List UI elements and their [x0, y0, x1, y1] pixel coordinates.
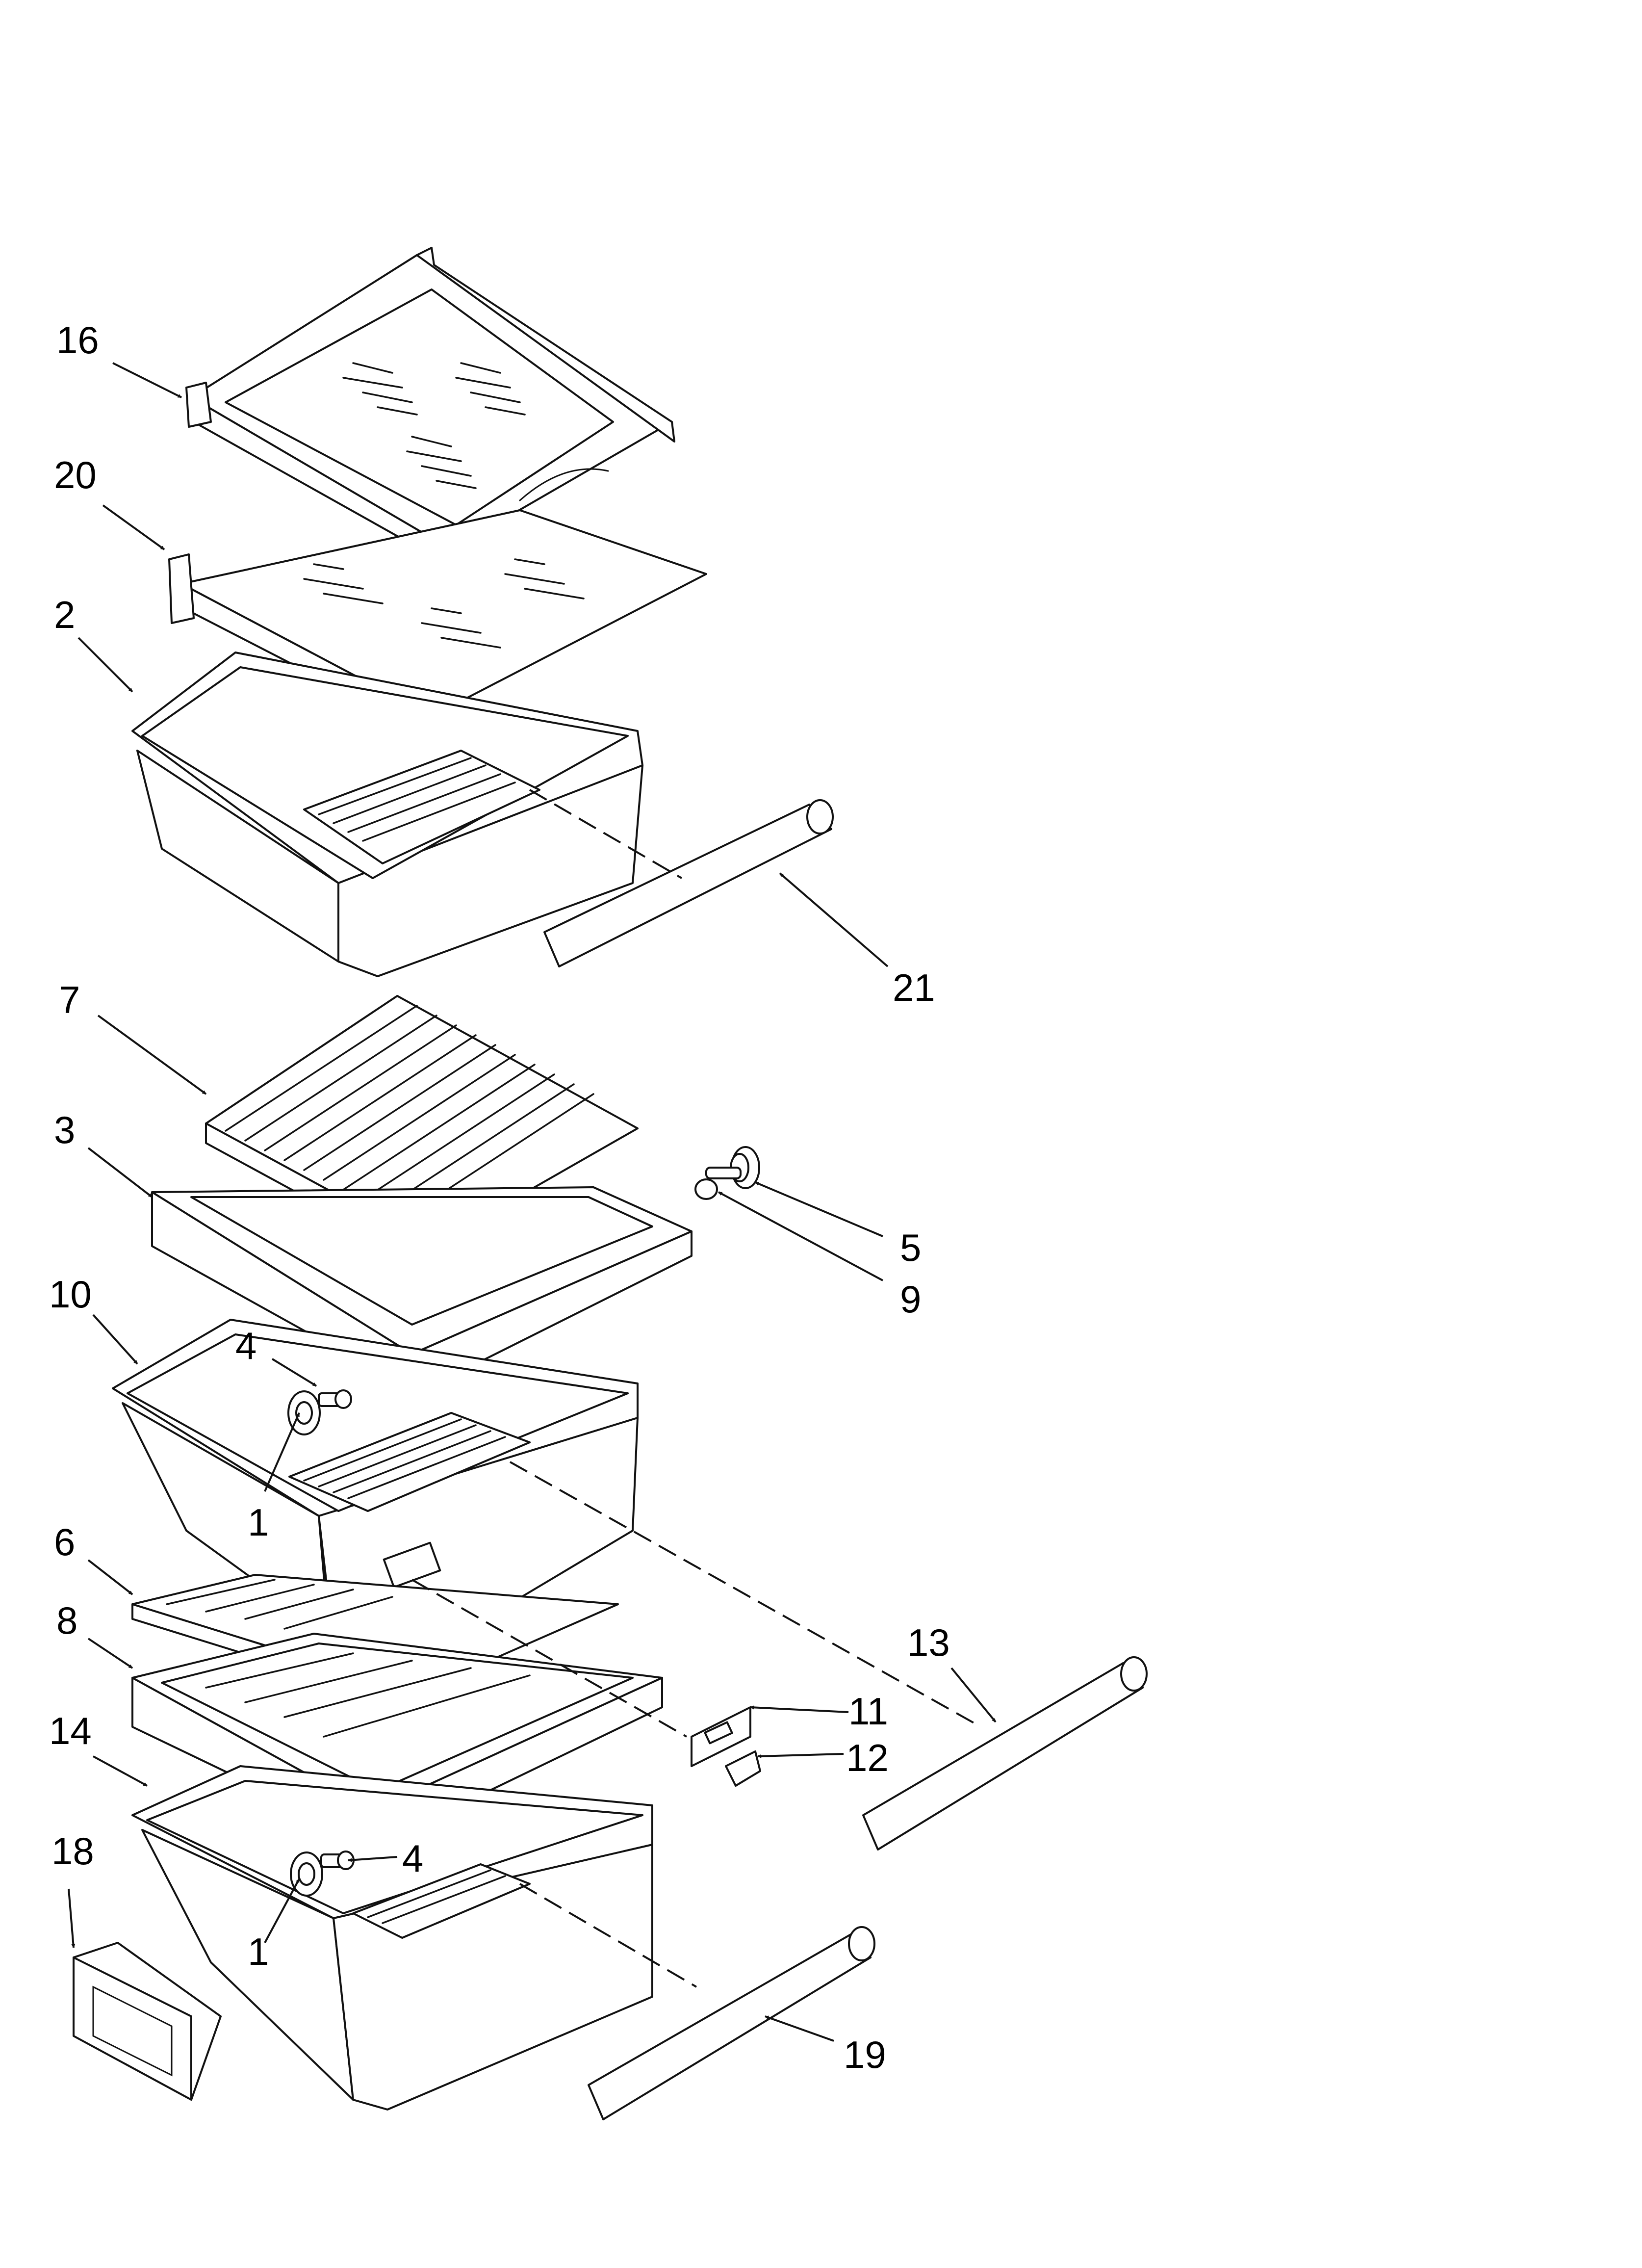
callout-12: 12: [846, 1736, 889, 1779]
callout-20: 20: [54, 453, 97, 496]
callout-5: 5: [900, 1226, 921, 1269]
crisper-14-grille: [352, 1863, 531, 1939]
callout-7: 7: [59, 978, 80, 1021]
assembly-line-11: [411, 1579, 687, 1738]
callout-21: 21: [893, 966, 935, 1009]
crisper-10-grille: [288, 1412, 531, 1512]
part-12-control-clip: [725, 1750, 761, 1787]
callout-14: 14: [49, 1709, 92, 1752]
part-4-axle-lower: [320, 1851, 355, 1870]
part-3-cover-frame: [151, 1186, 693, 1394]
assembly-line-13: [510, 1461, 981, 1728]
callout-11: 11: [848, 1690, 888, 1733]
callout-18: 18: [51, 1829, 94, 1873]
callout-8: 8: [56, 1599, 77, 1642]
callout-1-lower: 1: [248, 1930, 269, 1973]
assembly-line-19: [519, 1883, 697, 1988]
callout-labels: 16 20 2 21 7 3 5 9 10 4 1 6 8 13 11 12 1…: [49, 318, 950, 2076]
part-9-axle: [694, 1167, 742, 1200]
part-11-humidity-slider: [691, 1706, 751, 1767]
callout-4-lower: 4: [402, 1837, 423, 1880]
assembly-line-21: [529, 789, 683, 879]
part-21-drawer-trim: [543, 799, 834, 967]
callout-1-upper: 1: [248, 1501, 269, 1544]
callout-9: 9: [900, 1277, 921, 1321]
part-16-shelf-frame: [185, 247, 675, 570]
crisper-2-grille: [303, 750, 540, 864]
callout-2: 2: [54, 593, 75, 636]
callout-19: 19: [844, 2033, 886, 2076]
callout-13: 13: [907, 1621, 950, 1664]
callout-10: 10: [49, 1273, 92, 1316]
callout-4-upper: 4: [235, 1324, 257, 1367]
shelf-16-glass-marks: [342, 362, 526, 489]
callout-6: 6: [54, 1520, 75, 1564]
callout-3: 3: [54, 1108, 75, 1151]
panel-7-ribs: [225, 1005, 594, 1220]
leader-lines: [68, 362, 997, 2042]
part-4-axle-upper: [318, 1389, 352, 1409]
part-18-label-card: [73, 1942, 222, 2101]
part-19-drawer-trim: [588, 1926, 875, 2120]
part-1-roller-lower: [290, 1851, 323, 1897]
part-14-crisper-pan: [131, 1765, 653, 2111]
part-2-crisper-pan: [131, 652, 643, 977]
shelf-20-glass-marks: [303, 558, 585, 649]
part-13-drawer-trim: [862, 1656, 1148, 1851]
callout-16: 16: [56, 318, 99, 362]
